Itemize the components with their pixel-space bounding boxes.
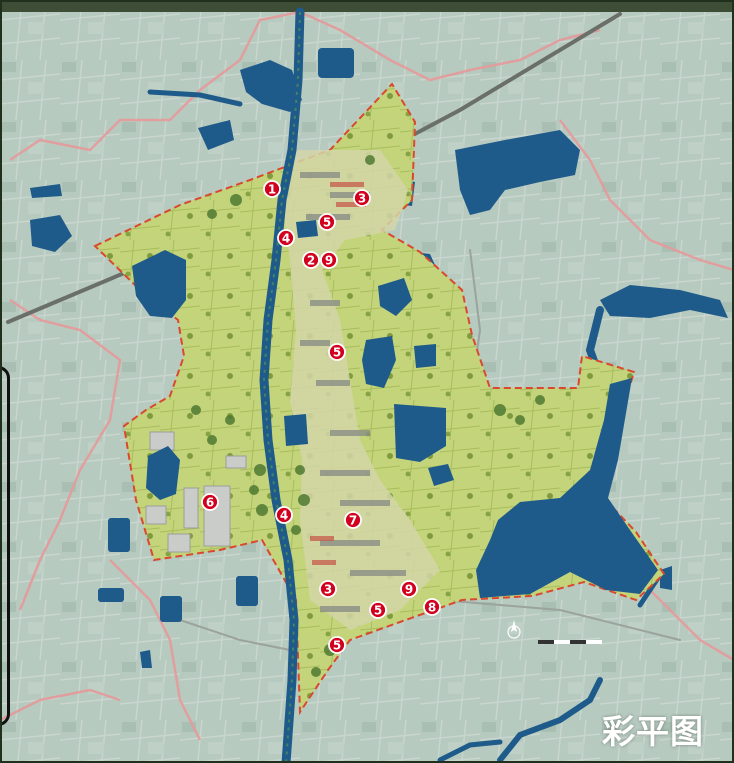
marker-circle	[344, 511, 362, 529]
marker-label: 6	[206, 496, 214, 510]
marker-5[interactable]: 5	[328, 343, 346, 361]
left-frame-bracket	[0, 366, 10, 726]
marker-circle	[275, 506, 293, 524]
marker-circle	[400, 580, 418, 598]
marker-circle	[318, 213, 336, 231]
marker-label: 4	[282, 232, 290, 246]
marker-label: 9	[405, 583, 413, 597]
marker-circle	[319, 580, 337, 598]
marker-9[interactable]: 9	[320, 251, 338, 269]
marker-label: 8	[428, 601, 436, 615]
marker-3[interactable]: 3	[319, 580, 337, 598]
marker-circle	[302, 251, 320, 269]
marker-circle	[328, 343, 346, 361]
marker-2[interactable]: 2	[302, 251, 320, 269]
marker-label: 1	[268, 183, 276, 197]
marker-circle	[423, 598, 441, 616]
marker-label: 2	[307, 254, 315, 268]
marker-4[interactable]: 4	[275, 506, 293, 524]
marker-label: 5	[333, 639, 341, 653]
marker-9[interactable]: 9	[400, 580, 418, 598]
marker-label: 3	[324, 583, 332, 597]
marker-5[interactable]: 5	[369, 601, 387, 619]
marker-5[interactable]: 5	[318, 213, 336, 231]
marker-label: 7	[349, 514, 357, 528]
marker-label: 5	[333, 346, 341, 360]
marker-circle	[201, 493, 219, 511]
marker-label: 5	[323, 216, 331, 230]
canal-greenbelt	[262, 11, 301, 763]
admin-boundaries	[0, 10, 734, 741]
marker-3[interactable]: 3	[353, 189, 371, 207]
scale-bar-icon	[538, 640, 602, 644]
marker-circle	[320, 251, 338, 269]
marker-4[interactable]: 4	[277, 229, 295, 247]
outer-water	[30, 48, 728, 668]
inner-water	[132, 220, 658, 598]
marker-circle	[328, 636, 346, 654]
marker-label: 3	[358, 192, 366, 206]
marker-label: 5	[374, 604, 382, 618]
marker-circle	[369, 601, 387, 619]
map-title: 彩平图	[602, 712, 704, 751]
marker-6[interactable]: 6	[201, 493, 219, 511]
marker-circle	[353, 189, 371, 207]
marker-label: 4	[280, 509, 288, 523]
marker-8[interactable]: 8	[423, 598, 441, 616]
marker-7[interactable]: 7	[344, 511, 362, 529]
marker-circle	[263, 180, 281, 198]
marker-circle	[277, 229, 295, 247]
village-core	[282, 150, 440, 630]
top-strip	[0, 0, 734, 12]
factory-buildings	[145, 431, 247, 553]
marker-1[interactable]: 1	[263, 180, 281, 198]
north-arrow-icon	[507, 620, 521, 639]
marker-5[interactable]: 5	[328, 636, 346, 654]
marker-label: 9	[325, 254, 333, 268]
